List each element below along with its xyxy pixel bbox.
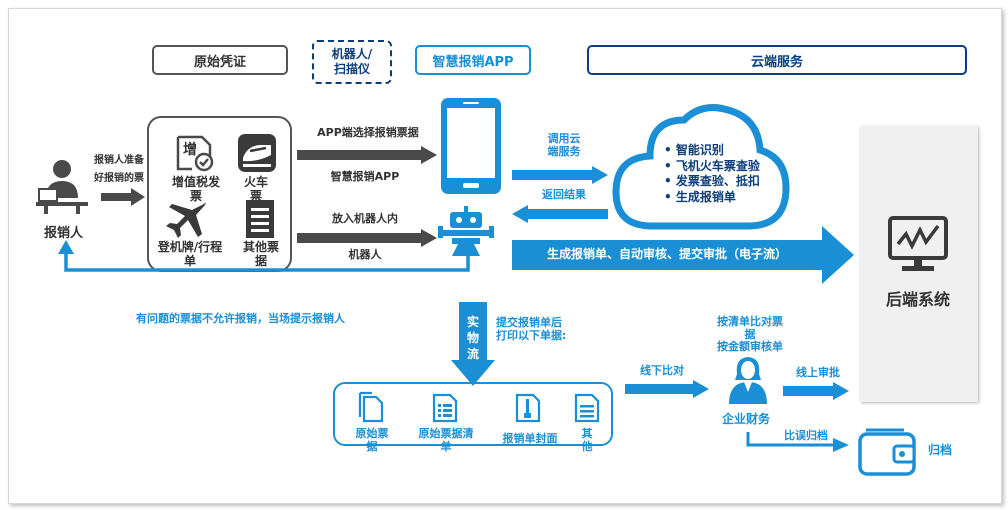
header-robot-scanner-line2: 扫描仪 <box>333 62 370 76</box>
generate-submit-arrow <box>512 226 854 284</box>
vat-invoice-label: 增值税发 票 <box>166 175 226 204</box>
flow-robot-label: 机器人 <box>348 248 382 261</box>
problem-return-arrow <box>58 240 470 272</box>
print-list-line1: 原始票据清 <box>418 427 474 440</box>
finance-person-icon <box>729 357 767 404</box>
airplane-icon <box>166 202 206 238</box>
compare-criteria-label: 按清单比对票 据 按金额审核单 <box>698 315 802 354</box>
robot-icon <box>438 206 494 256</box>
offline-compare-label: 线下比对 <box>640 364 684 377</box>
cloud-item-text: 发票查验、抵扣 <box>675 174 760 189</box>
vat-invoice-line2: 票 <box>189 189 202 204</box>
print-docs-label: 提交报销单后 打印以下单据: <box>496 316 566 342</box>
cover-doc-icon <box>515 393 541 423</box>
boarding-pass-line2: 单 <box>183 254 196 269</box>
return-result-label: 返回结果 <box>542 188 586 201</box>
offline-compare-arrow <box>625 380 709 398</box>
compare-criteria-line2: 据 <box>744 327 756 341</box>
call-cloud-label: 调用云 端服务 <box>532 132 596 158</box>
cloud-item: • 飞机火车票查验 <box>664 158 760 173</box>
monitor-icon <box>888 216 948 271</box>
call-cloud-line1: 调用云 <box>547 132 581 145</box>
header-smart-app: 智慧报销APP <box>415 45 531 75</box>
print-original-line1: 原始票 <box>355 427 389 440</box>
claimant-prep-line1: 报销人准备 <box>94 155 144 166</box>
cloud-item-text: 飞机火车票查验 <box>675 158 760 173</box>
print-other-line2: 他 <box>581 440 593 454</box>
cloud-item: • 生成报销单 <box>664 189 736 204</box>
physical-flow-arrow <box>451 302 495 386</box>
other-docs-label: 其他票 据 <box>236 240 286 269</box>
train-ticket-label: 火车 票 <box>236 175 276 204</box>
vat-icon-char: 增 <box>183 142 197 158</box>
print-original-line2: 据 <box>366 440 378 454</box>
print-docs-line1: 提交报销单后 <box>496 316 562 329</box>
app-to-cloud-arrow <box>512 166 608 184</box>
online-approve-label: 线上审批 <box>796 366 840 379</box>
train-ticket-line2: 票 <box>249 189 262 204</box>
print-list-label: 原始票据清 单 <box>408 427 484 453</box>
physical-flow-label: 实 物 流 <box>459 314 487 363</box>
wallet-icon <box>858 428 916 476</box>
print-other-label: 其 他 <box>574 427 600 453</box>
cloud-shape <box>612 104 790 230</box>
docs-to-robot-arrow <box>297 229 437 247</box>
claimant-prep-text: 报销人准备 好报销的票 <box>84 155 154 185</box>
physical-flow-char: 流 <box>466 347 479 362</box>
claimant-to-docs-arrow <box>101 188 145 206</box>
cloud-items-list: • 智能识别 • 飞机火车票查验 • 发票查验、抵扣 • 生成报销单 <box>664 143 760 205</box>
other-docs-line2: 据 <box>254 254 267 269</box>
problem-notice-label: 有问题的票据不允许报销，当场提示报销人 <box>136 312 345 325</box>
phone-icon <box>441 98 501 194</box>
print-list-line2: 单 <box>440 440 452 454</box>
docs-to-app-arrow <box>297 146 437 164</box>
other-docs-icon <box>242 200 274 238</box>
archive-arrow <box>746 432 849 452</box>
claimant-label: 报销人 <box>44 226 84 241</box>
print-docs-line2: 打印以下单据: <box>496 329 567 343</box>
boarding-pass-label: 登机牌/行程 单 <box>151 240 229 269</box>
claimant-prep-line2: 好报销的票 <box>94 173 144 184</box>
cloud-item: • 智能识别 <box>664 143 724 157</box>
vat-invoice-line1: 增值税发 <box>171 175 220 189</box>
backend-system-label: 后端系统 <box>886 290 951 309</box>
other-doc-icon <box>574 393 600 423</box>
other-docs-line1: 其他票 <box>242 240 279 254</box>
train-ticket-line1: 火车 <box>243 175 268 189</box>
print-cover-label: 报销单封面 <box>502 432 558 445</box>
cloud-item: • 发票查验、抵扣 <box>664 174 760 189</box>
vat-invoice-icon <box>176 135 214 172</box>
cloud-to-app-arrow <box>512 205 608 223</box>
boarding-pass-line1: 登机牌/行程 <box>157 240 223 254</box>
flow-smart-app-label: 智慧报销APP <box>330 170 400 183</box>
flow-app-select-label: APP端选择报销票据 <box>317 126 419 139</box>
flow-put-in-robot-label: 放入机器人内 <box>332 212 398 225</box>
physical-flow-char: 实 <box>466 315 479 329</box>
header-cloud-service: 云端服务 <box>587 45 967 75</box>
print-original-label: 原始票 据 <box>348 427 396 453</box>
compare-criteria-line1: 按清单比对票 <box>717 315 783 328</box>
archive-label: 归档 <box>928 443 953 457</box>
print-other-line1: 其 <box>581 427 593 440</box>
print-docs-box <box>333 382 613 446</box>
header-robot-scanner-line1: 机器人/ <box>331 47 373 61</box>
generate-submit-label: 生成报销单、自动审核、提交审批（电子流） <box>546 247 787 261</box>
compare-criteria-line3: 按金额审核单 <box>717 340 783 354</box>
claimant-icon <box>36 160 88 214</box>
header-robot-scanner: 机器人/ 扫描仪 <box>312 40 392 84</box>
list-doc-icon <box>432 393 458 423</box>
online-approve-arrow <box>783 382 849 400</box>
enterprise-finance-label: 企业财务 <box>722 412 771 426</box>
cloud-item-text: 生成报销单 <box>675 189 736 204</box>
header-original-voucher: 原始凭证 <box>152 45 288 75</box>
original-docs-icon <box>358 391 384 423</box>
call-cloud-line2: 端服务 <box>547 145 581 159</box>
physical-flow-char: 物 <box>466 331 479 346</box>
archive-after-label: 比误归档 <box>784 429 828 442</box>
train-ticket-icon <box>238 134 276 172</box>
cloud-item-text: 智能识别 <box>675 143 724 157</box>
